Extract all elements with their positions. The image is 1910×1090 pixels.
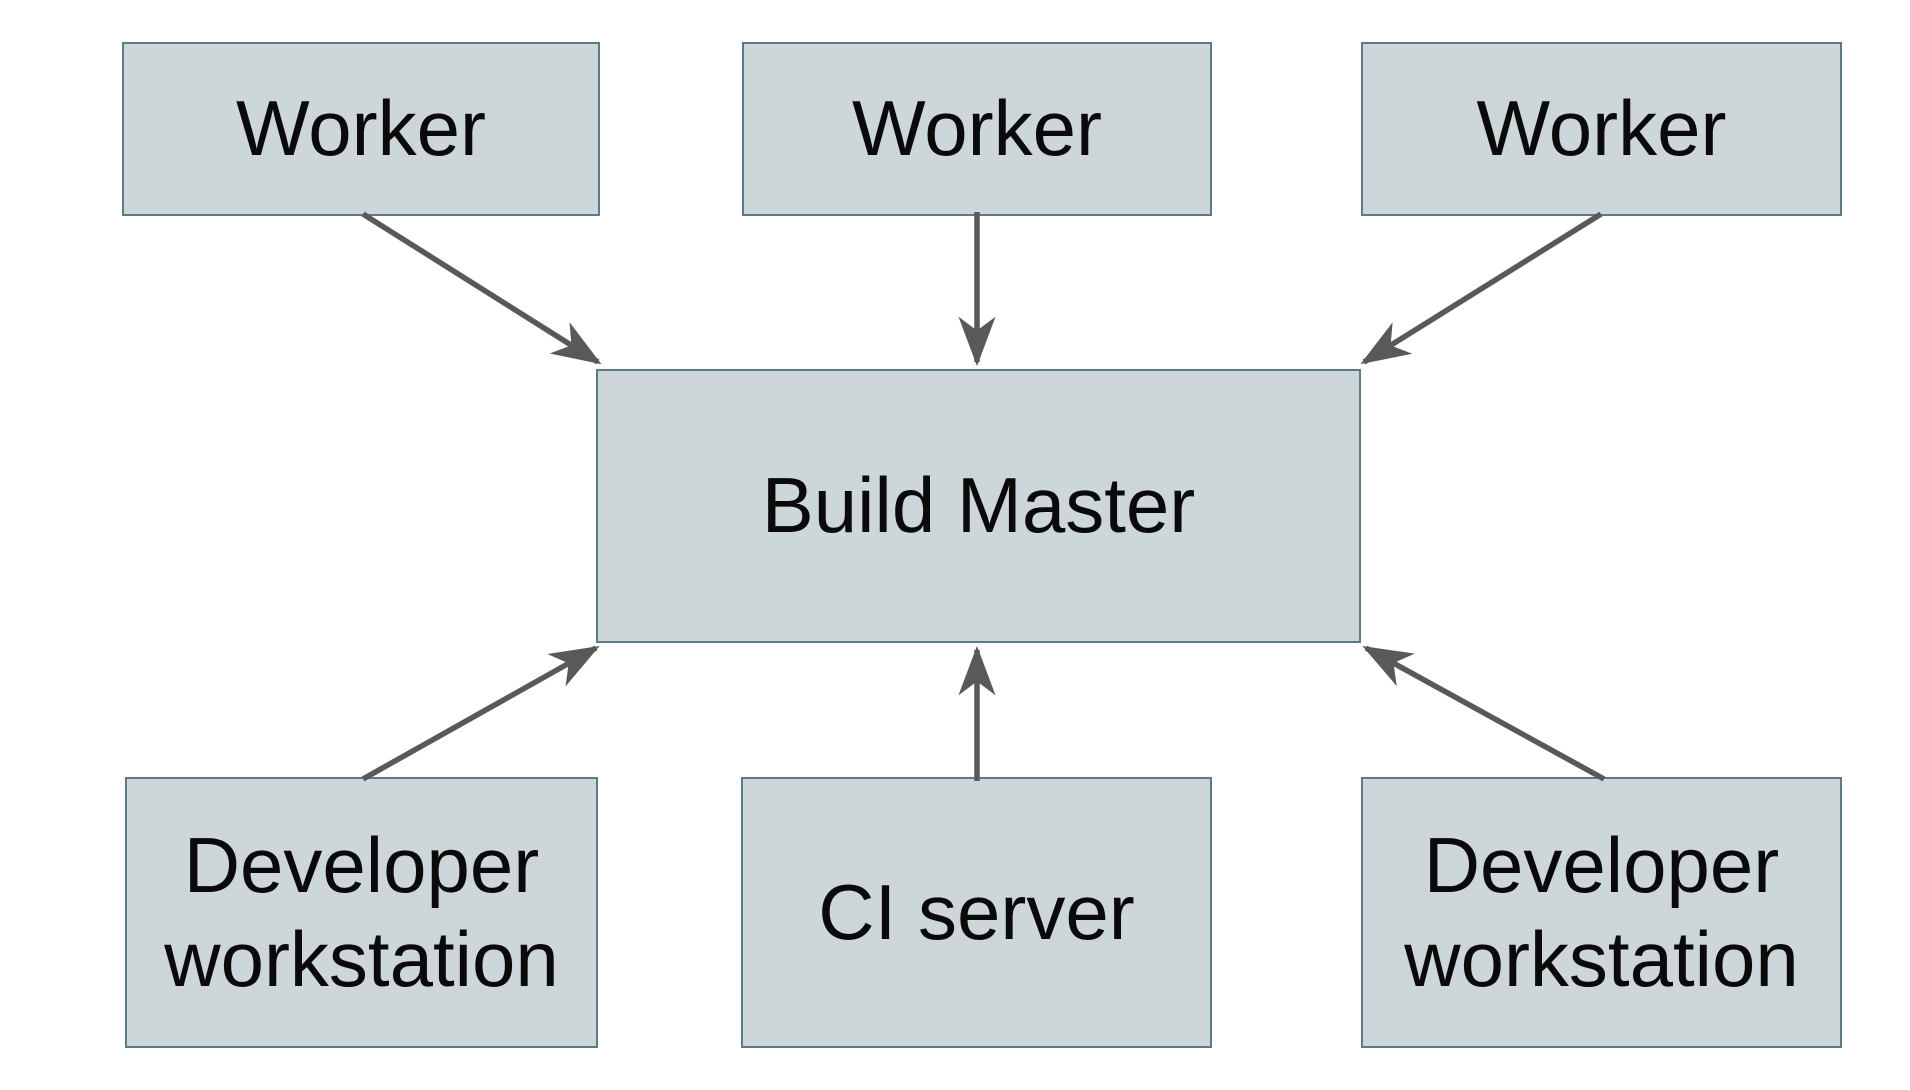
node-developer-workstation-1-label: Developer workstation [164, 820, 559, 1003]
node-worker-3: Worker [1361, 42, 1842, 216]
arrow-developer-workstation-1-to-build-master [361, 645, 600, 782]
node-worker-1-label: Worker [236, 84, 486, 173]
node-worker-2-label: Worker [852, 84, 1102, 173]
node-build-master: Build Master [596, 369, 1361, 643]
node-ci-server-label: CI server [818, 867, 1135, 956]
node-ci-server: CI server [741, 777, 1212, 1048]
node-build-master-label: Build Master [761, 461, 1196, 550]
node-developer-workstation-2-label: Developer workstation [1404, 820, 1799, 1003]
arrow-worker-1-to-build-master [361, 211, 602, 365]
node-worker-3-label: Worker [1476, 84, 1727, 173]
node-developer-workstation-2: Developer workstation [1361, 777, 1842, 1048]
arrow-worker-3-to-build-master [1360, 211, 1603, 365]
arrow-developer-workstation-2-to-build-master [1362, 645, 1606, 782]
node-worker-1: Worker [122, 42, 600, 216]
node-developer-workstation-1: Developer workstation [125, 777, 598, 1048]
node-worker-2: Worker [742, 42, 1212, 216]
